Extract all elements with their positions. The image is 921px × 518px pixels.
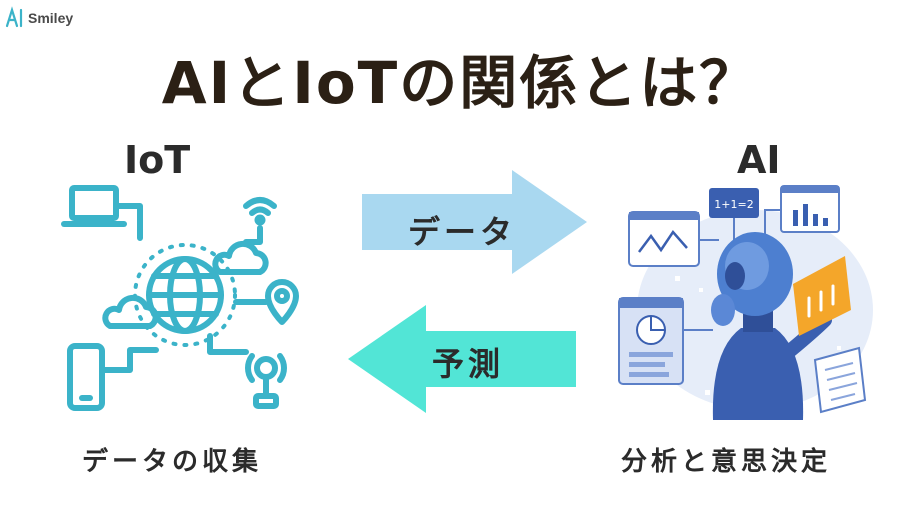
holographic-panel <box>793 256 851 336</box>
dashboard-panel <box>618 297 684 385</box>
formula-panel: 1+1=2 <box>709 188 759 218</box>
ai-heading: AI <box>737 138 781 182</box>
arrow-to-ai <box>362 170 587 274</box>
globe-icon <box>146 256 224 334</box>
iot-network-illustration <box>61 185 299 411</box>
line-chart-panel <box>628 211 700 267</box>
cloud-icon <box>212 240 269 275</box>
bar-chart-panel <box>780 185 840 233</box>
smartphone-icon <box>67 343 105 411</box>
arrow-to-iot-label: 予測 <box>432 345 505 383</box>
formula-text: 1+1=2 <box>714 198 753 211</box>
sensor-icon <box>245 353 287 409</box>
logo-mark-icon <box>5 6 23 28</box>
brand-logo: Smiley <box>4 6 73 30</box>
document-panel <box>813 346 867 414</box>
arrow-to-ai-shape <box>362 170 587 274</box>
arrow-to-iot-shape <box>348 305 576 413</box>
page-title: AIとIoTの関係とは？ <box>161 49 760 117</box>
location-pin-icon <box>265 279 299 325</box>
iot-caption: データの収集 <box>82 447 263 477</box>
ai-caption: 分析と意思決定 <box>621 447 832 477</box>
robot-figure <box>711 232 832 420</box>
wifi-icon <box>243 197 277 226</box>
ai-robot-illustration: 1+1=2 <box>618 185 873 420</box>
cloud-icon <box>102 294 159 329</box>
arrow-to-iot <box>348 305 576 413</box>
arrow-to-ai-label: データ <box>408 213 517 251</box>
iot-heading: IoT <box>124 138 191 182</box>
logo-text: Smiley <box>28 10 74 26</box>
